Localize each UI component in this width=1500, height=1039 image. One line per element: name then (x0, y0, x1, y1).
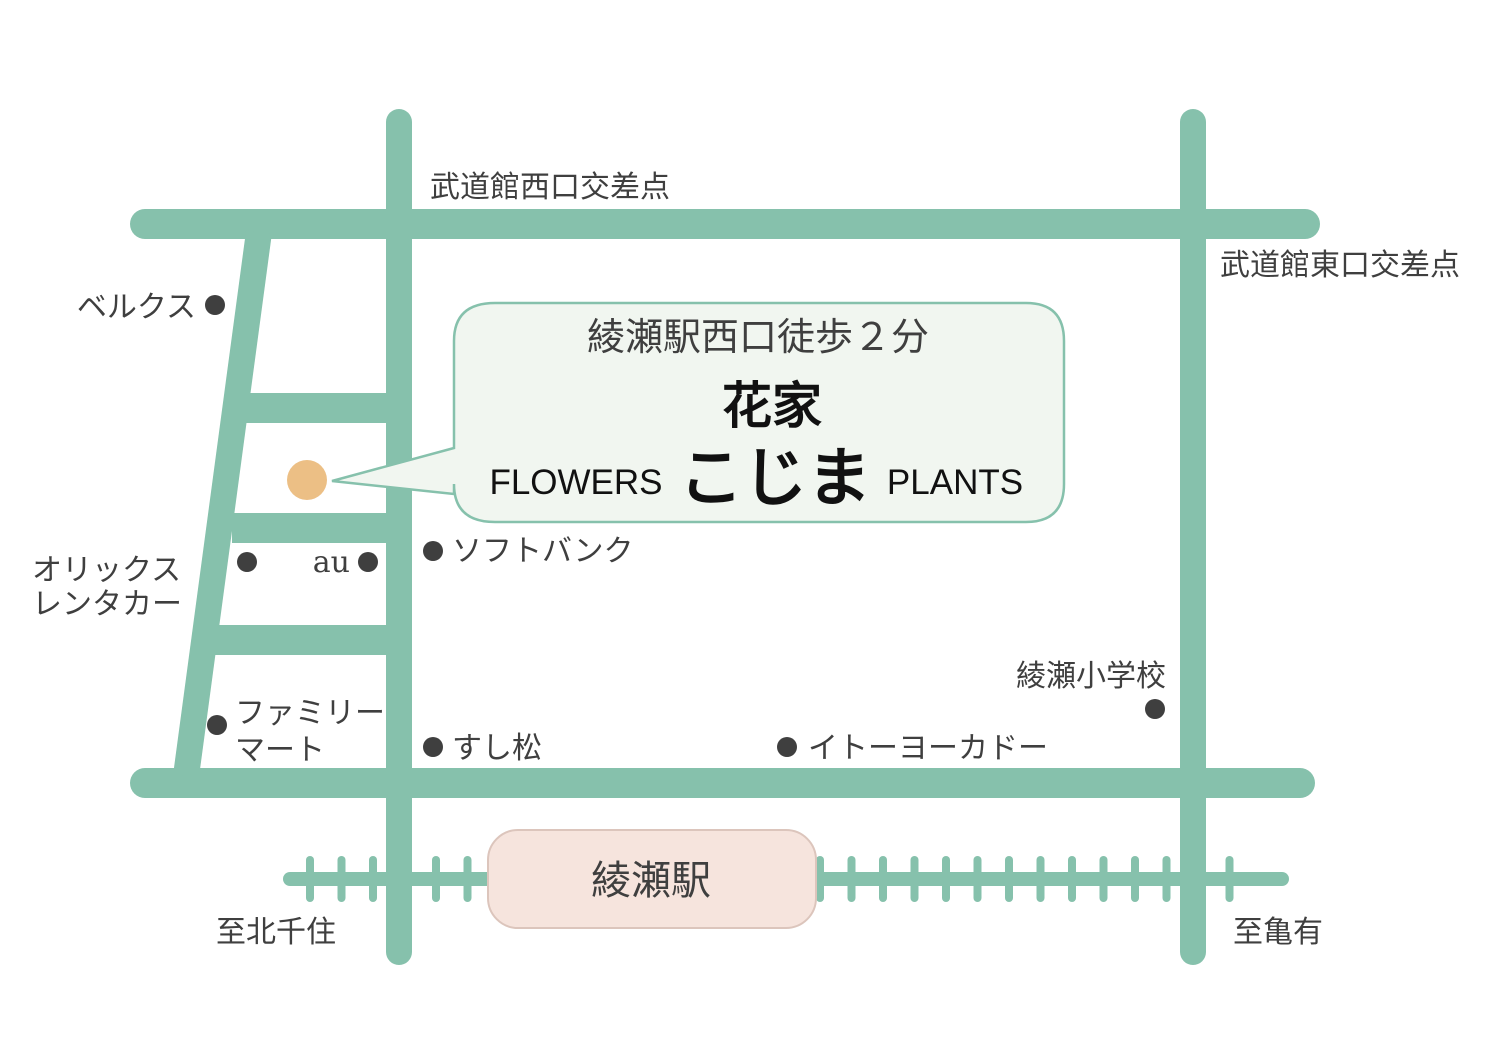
landmark-label-line1: ファミリー (235, 696, 385, 731)
landmark-label: au (313, 545, 350, 580)
landmark-softbank: ソフトバンク (423, 534, 634, 569)
landmark-dot-icon (205, 295, 225, 315)
station-label: 綾瀬駅 (591, 858, 711, 904)
direction-west-label: 至北千住 (216, 915, 336, 950)
roads (130, 109, 1320, 965)
landmark-orix: オリックス レンタカー (32, 552, 257, 622)
landmark-label: イトーヨーカドー (808, 731, 1048, 766)
direction-east-label: 至亀有 (1233, 915, 1323, 950)
landmark-label-line2: レンタカー (32, 587, 182, 622)
landmark-ito-yokado: イトーヨーカドー (777, 731, 1048, 766)
landmark-dot-icon (1145, 699, 1165, 719)
shop-name-top: 花家 (722, 377, 822, 435)
landmark-label: 綾瀬小学校 (1016, 659, 1166, 694)
landmark-dot-icon (777, 737, 797, 757)
landmark-dot-icon (237, 552, 257, 572)
road-diagonal (173, 230, 272, 778)
landmark-label-line2: マート (235, 733, 325, 768)
intersection-west-label: 武道館西口交差点 (430, 170, 670, 205)
landmark-label: ベルクス (77, 290, 196, 325)
landmark-dot-icon (423, 541, 443, 561)
landmark-familymart: ファミリー マート (207, 696, 385, 768)
landmark-sushimatsu: すし松 (423, 731, 542, 766)
callout-subtitle: 綾瀬駅西口徒歩２分 (587, 315, 929, 359)
landmark-school: 綾瀬小学校 (1016, 659, 1166, 719)
shop-name-left: FLOWERS (489, 463, 662, 502)
landmark-label-line1: オリックス (32, 553, 181, 588)
landmark-dot-icon (358, 552, 378, 572)
landmark-dot-icon (423, 737, 443, 757)
station-box: 綾瀬駅 (487, 829, 817, 929)
shop-callout: 綾瀬駅西口徒歩２分 花家 FLOWERS こじま PLANTS (331, 301, 1066, 524)
landmark-belx: ベルクス (77, 290, 225, 325)
shop-name-right: PLANTS (887, 463, 1023, 502)
landmark-dot-icon (207, 715, 227, 735)
landmark-label: ソフトバンク (452, 534, 634, 569)
landmark-au: au (313, 545, 378, 580)
intersection-east-label: 武道館東口交差点 (1220, 248, 1460, 283)
landmark-label: すし松 (452, 731, 542, 766)
shop-name-main: こじま (679, 442, 871, 516)
callout-bubble (331, 301, 1066, 524)
shop-location-icon (287, 460, 327, 500)
